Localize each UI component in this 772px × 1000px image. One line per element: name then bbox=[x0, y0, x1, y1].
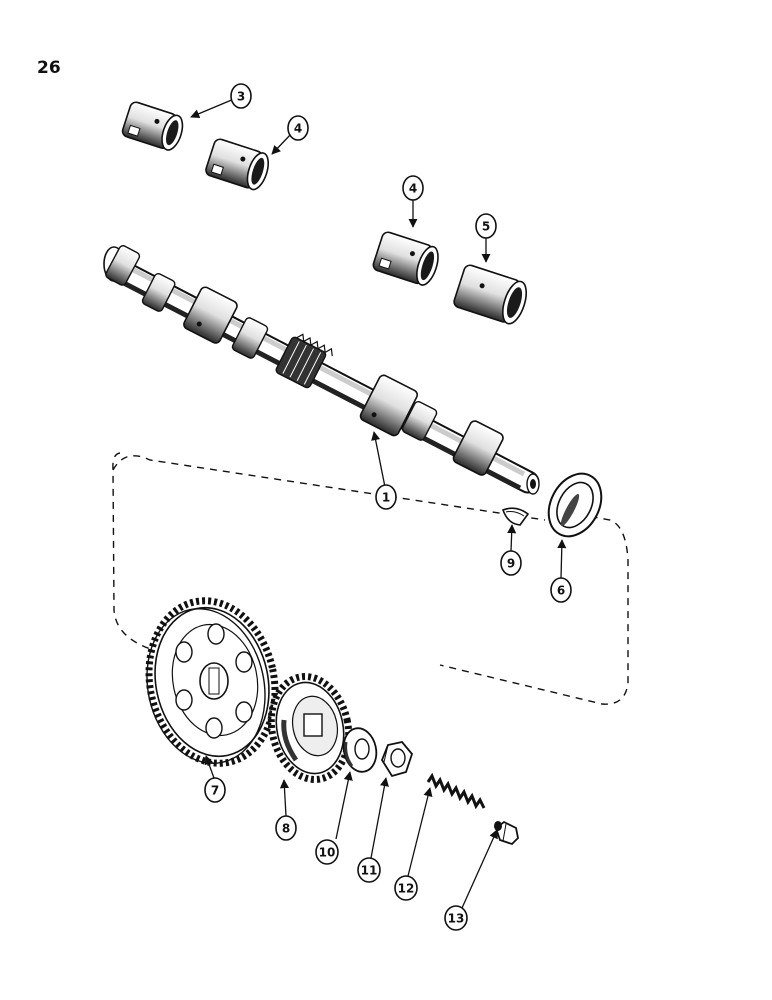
callout-4-upper: 4 bbox=[287, 115, 309, 141]
callout-7: 7 bbox=[204, 777, 226, 803]
callout-label: 13 bbox=[448, 912, 465, 926]
callout-4-right: 4 bbox=[402, 175, 424, 201]
callout-1: 1 bbox=[375, 484, 397, 510]
callout-label: 12 bbox=[398, 882, 415, 896]
bearing-4-right bbox=[372, 231, 439, 286]
callout-label: 4 bbox=[409, 182, 417, 196]
callout-label: 9 bbox=[507, 557, 515, 571]
callout-label: 6 bbox=[557, 584, 565, 598]
callout-label: 3 bbox=[237, 90, 245, 104]
dashed-group-outline bbox=[112, 452, 629, 705]
leader-lines bbox=[190, 98, 567, 909]
callout-5: 5 bbox=[475, 213, 497, 239]
callout-10: 10 bbox=[315, 839, 339, 865]
callout-label: 11 bbox=[361, 864, 378, 878]
idler-gear bbox=[267, 673, 353, 783]
callout-label: 1 bbox=[382, 491, 390, 505]
callout-label: 5 bbox=[482, 220, 490, 234]
washer bbox=[342, 727, 378, 773]
callout-6: 6 bbox=[550, 577, 572, 603]
plunger bbox=[494, 820, 519, 846]
callout-8: 8 bbox=[275, 815, 297, 841]
callout-9: 9 bbox=[500, 550, 522, 576]
hex-nut bbox=[380, 741, 414, 778]
callout-label: 10 bbox=[319, 846, 336, 860]
callout-label: 8 bbox=[282, 822, 290, 836]
callout-label: 7 bbox=[211, 784, 219, 798]
callout-12: 12 bbox=[394, 875, 418, 901]
callout-label: 4 bbox=[294, 122, 302, 136]
page-number: 26 bbox=[37, 58, 61, 78]
callout-11: 11 bbox=[357, 857, 381, 883]
woodruff-key bbox=[501, 507, 530, 526]
callout-13: 13 bbox=[444, 905, 468, 931]
bearing-5 bbox=[453, 264, 527, 325]
bearing-3 bbox=[121, 101, 184, 151]
bearing-4-upper bbox=[205, 138, 270, 191]
cam-gear bbox=[145, 597, 279, 767]
thrust-washer bbox=[547, 472, 603, 538]
spring bbox=[426, 772, 486, 810]
callout-3: 3 bbox=[230, 83, 252, 109]
camshaft bbox=[103, 245, 540, 495]
